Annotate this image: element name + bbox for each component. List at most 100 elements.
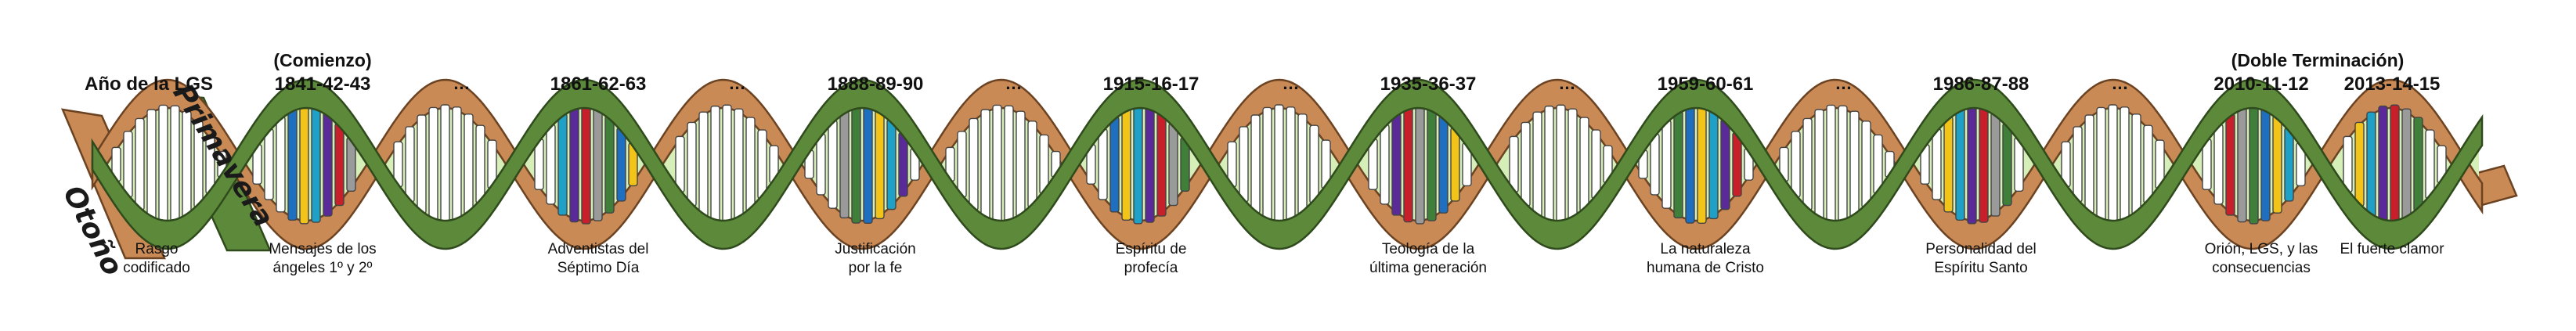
base-pair xyxy=(334,122,345,207)
base-pair xyxy=(2260,107,2271,221)
base-pair xyxy=(405,126,415,203)
base-pair xyxy=(1544,105,1554,224)
base-pair xyxy=(687,121,697,207)
base-pair xyxy=(546,124,556,205)
base-pair xyxy=(863,104,873,225)
base-pair xyxy=(569,106,579,223)
base-pairs xyxy=(111,104,2447,225)
base-pair xyxy=(1661,120,1672,209)
base-pair xyxy=(2143,124,2153,204)
base-pair xyxy=(428,106,438,222)
base-pair xyxy=(1650,133,1660,196)
base-pair xyxy=(1849,110,1860,218)
base-pair xyxy=(1004,105,1014,224)
base-pair xyxy=(1814,109,1824,220)
milestone-years: 1935-36-37 xyxy=(1380,74,1477,95)
base-pair xyxy=(2131,113,2141,215)
base-pair xyxy=(2084,114,2094,214)
base-pair xyxy=(2108,104,2118,225)
milestone-trait: Orión, LGS, y las consecuencias xyxy=(2204,241,2318,276)
base-pair xyxy=(992,104,1002,225)
milestone-years: 1986-87-88 xyxy=(1932,74,2029,95)
base-pair xyxy=(969,117,979,211)
milestone-years: 1841-42-43 xyxy=(274,74,371,95)
base-pair xyxy=(2413,117,2423,212)
base-pair xyxy=(722,104,732,225)
base-pair xyxy=(1943,116,1954,213)
base-pair xyxy=(1109,116,1120,213)
milestone-trait: El fuerte clamor xyxy=(2340,241,2444,257)
base-pair xyxy=(2390,104,2400,225)
base-pair xyxy=(593,107,603,221)
base-pair xyxy=(1556,104,1566,225)
ellipsis-marker: … xyxy=(1558,74,1577,93)
milestone-years: 2010-11-12 xyxy=(2213,74,2309,95)
base-pair xyxy=(1286,106,1296,222)
milestone-trait: Mensajes de los ángeles 1º y 2º xyxy=(269,241,377,276)
base-pair xyxy=(1990,112,2001,217)
base-pair xyxy=(158,104,168,225)
base-pair xyxy=(1955,107,1965,221)
base-pair xyxy=(2366,111,2376,218)
milestone-trait: Teología de la última generación xyxy=(1369,241,1487,276)
base-pair xyxy=(311,106,321,223)
base-pair xyxy=(1579,117,1589,212)
base-pair xyxy=(734,108,744,221)
base-pair xyxy=(1380,124,1390,205)
base-pair xyxy=(1802,117,1813,211)
base-pair xyxy=(2425,129,2435,200)
milestone-trait: Personalidad del Espíritu Santo xyxy=(1925,241,2037,276)
base-pair xyxy=(1297,113,1308,215)
base-pair xyxy=(757,129,767,200)
base-pair xyxy=(2378,105,2388,224)
base-pair xyxy=(264,128,274,200)
base-pair xyxy=(1932,128,1942,200)
base-pair xyxy=(2073,126,2083,203)
base-pair xyxy=(581,104,591,225)
base-pair xyxy=(851,105,861,224)
base-pair xyxy=(2120,106,2130,222)
base-pair xyxy=(2272,115,2282,214)
base-pair xyxy=(417,114,427,214)
base-pair xyxy=(1591,129,1601,200)
base-pair xyxy=(135,117,145,211)
base-pair xyxy=(1156,112,1167,217)
base-pair xyxy=(287,107,298,221)
base-pair xyxy=(980,109,990,220)
base-pair xyxy=(475,124,485,204)
base-pair xyxy=(1438,115,1449,214)
ellipsis-marker: … xyxy=(1835,74,1853,93)
base-pair xyxy=(1720,118,1730,210)
base-pair xyxy=(1732,131,1742,197)
base-pair xyxy=(146,109,157,220)
base-pair xyxy=(276,116,286,213)
base-pair xyxy=(1979,106,1989,223)
milestone-years: 1861-62-63 xyxy=(550,74,647,95)
row-caption: Rasgo codificado xyxy=(123,241,190,276)
base-pair xyxy=(1274,104,1284,225)
ellipsis-marker: … xyxy=(453,74,471,93)
base-pair xyxy=(1791,131,1801,198)
base-pair xyxy=(123,131,133,198)
base-pair xyxy=(1415,104,1425,225)
base-pair xyxy=(1250,114,1261,214)
base-pair xyxy=(557,113,568,216)
green-strand xyxy=(91,78,2484,250)
ellipsis-marker: … xyxy=(728,74,747,93)
end-bracket-label: (Doble Terminación) xyxy=(2231,50,2405,70)
base-pair xyxy=(2213,124,2224,205)
front-strand xyxy=(91,78,2484,250)
base-pair xyxy=(1098,128,1108,200)
milestone-years: 1959-60-61 xyxy=(1657,74,1754,95)
milestone-years: 1888-89-90 xyxy=(827,74,924,95)
base-pair xyxy=(464,113,474,215)
base-pair xyxy=(1145,106,1155,223)
ellipsis-marker: … xyxy=(1005,74,1023,93)
base-pair xyxy=(1403,106,1413,223)
base-pair xyxy=(170,105,180,224)
milestone-years: 2013-14-15 xyxy=(2343,74,2441,95)
milestone-trait: Justificación por la fe xyxy=(835,241,916,276)
base-pair xyxy=(886,118,897,210)
base-pair xyxy=(1016,110,1026,218)
